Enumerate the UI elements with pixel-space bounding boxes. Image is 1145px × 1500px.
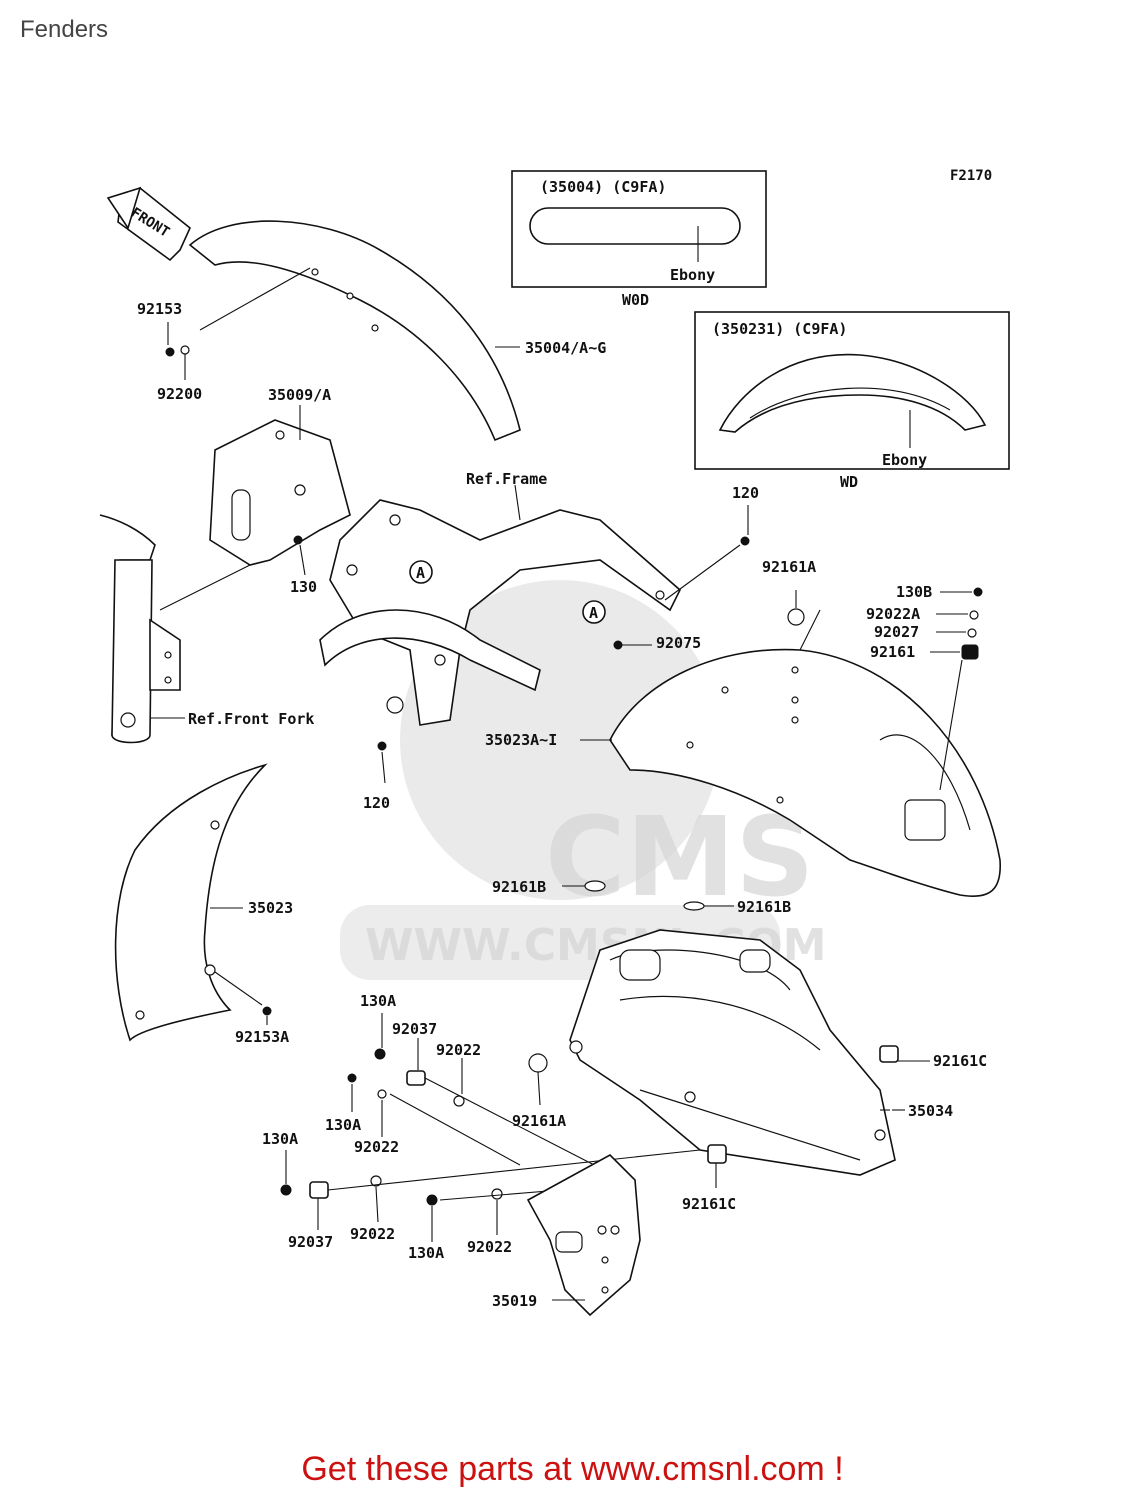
footer-promo[interactable]: Get these parts at www.cmsnl.com !: [301, 1450, 844, 1488]
label-92037-a: 92037: [392, 1020, 437, 1038]
inset-rear-header: (350231) (C9FA): [712, 320, 847, 338]
inset-rear-fender: (350231) (C9FA) Ebony WD: [694, 311, 1010, 491]
label-92161a-mid: 92161A: [512, 1112, 566, 1130]
label-92022a: 92022A: [866, 605, 920, 623]
label-92022-d: 92022: [467, 1238, 512, 1256]
rear-fender: [580, 609, 1001, 897]
marker-a-fender-label: A: [589, 604, 598, 622]
label-92161a-top: 92161A: [762, 558, 816, 576]
label-92037-b: 92037: [288, 1233, 333, 1251]
label-130a-a: 130A: [360, 992, 396, 1010]
label-92161c-right: 92161C: [933, 1052, 987, 1070]
license-bracket-35019: [526, 1154, 641, 1317]
label-92075: 92075: [656, 634, 701, 652]
label-35009: 35009/A: [268, 386, 331, 404]
label-92027: 92027: [874, 623, 919, 641]
label-92161c-bottom: 92161C: [682, 1195, 736, 1213]
front-arrow-icon: FRONT: [106, 186, 191, 262]
rear-frame-35034: [569, 929, 905, 1176]
label-ref-front-fork: Ref.Front Fork: [188, 710, 314, 728]
label-130a-d: 130A: [408, 1244, 444, 1262]
label-92022-b: 92022: [354, 1138, 399, 1156]
inset-rear-caption: WD: [840, 473, 858, 491]
label-130b: 130B: [896, 583, 932, 601]
marker-a-fender: [582, 600, 606, 624]
frame: [319, 484, 741, 726]
label-130a-c: 130A: [262, 1130, 298, 1148]
label-35023: 35023: [248, 899, 293, 917]
label-120-bottom: 120: [363, 794, 390, 812]
inset-front-fender: (35004) (C9FA) Ebony W0D: [511, 170, 767, 309]
front-fender: [188, 220, 521, 442]
inset-front-header: (35004) (C9FA): [540, 178, 666, 196]
label-35004: 35004/A~G: [525, 339, 606, 357]
front-fork: [99, 514, 185, 744]
label-92153a: 92153A: [235, 1028, 289, 1046]
label-35019: 35019: [492, 1292, 537, 1310]
label-92161: 92161: [870, 643, 915, 661]
label-130a-b: 130A: [325, 1116, 361, 1134]
watermark-logo: CMS: [545, 793, 814, 921]
label-130: 130: [290, 578, 317, 596]
label-120-top: 120: [732, 484, 759, 502]
page-title: Fenders: [20, 16, 109, 43]
side-cover-35023: [114, 763, 268, 1042]
label-35034: 35034: [908, 1102, 953, 1120]
label-ref-frame: Ref.Frame: [466, 470, 547, 488]
label-92161b-left: 92161B: [492, 878, 546, 896]
label-92153: 92153: [137, 300, 182, 318]
bolt-92153: [165, 322, 190, 380]
label-92161b-right: 92161B: [737, 898, 791, 916]
bracket-35009: [159, 405, 351, 611]
inset-front-callout: Ebony: [670, 266, 715, 284]
inset-rear-callout: Ebony: [882, 451, 927, 469]
label-35023a: 35023A~I: [485, 731, 557, 749]
marker-a-frame-label: A: [416, 564, 425, 582]
label-92022-a: 92022: [436, 1041, 481, 1059]
label-92200: 92200: [157, 385, 202, 403]
marker-a-frame: [409, 560, 433, 584]
inset-front-caption: W0D: [622, 291, 649, 309]
label-92022-c: 92022: [350, 1225, 395, 1243]
ref-code: F2170: [950, 168, 992, 184]
